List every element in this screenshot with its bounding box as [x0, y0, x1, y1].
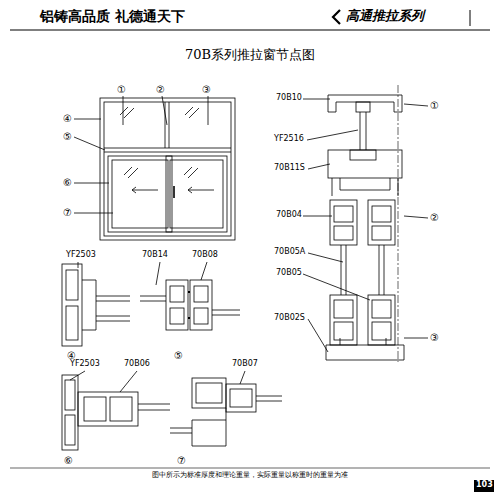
callout-number: ③ — [430, 332, 439, 343]
page-number: 103 — [476, 481, 493, 490]
part-code: 70B05 — [276, 269, 302, 278]
part-code: YF2503 — [66, 251, 96, 260]
part-code: 70B14 — [142, 251, 168, 260]
callout-number: ⑦ — [177, 455, 186, 466]
series-name: 高通推拉系列 — [346, 9, 424, 23]
callout-number: ⑦ — [63, 207, 72, 218]
callout-number: ⑤ — [174, 350, 183, 361]
part-code: 70B08 — [192, 251, 218, 260]
callout-number: ① — [430, 100, 439, 111]
callout-number: ⑤ — [63, 131, 72, 142]
part-code: 70B02S — [274, 314, 305, 323]
callout-number: ④ — [63, 113, 72, 124]
footnote: 图中所示为标准厚度和理论重量，实际重量以称重时的重量为准 — [0, 472, 500, 480]
part-code: 70B10 — [276, 94, 302, 103]
callout-number: ① — [117, 84, 126, 95]
part-code: 70B07 — [232, 360, 258, 369]
part-code: 70B06 — [124, 360, 150, 369]
part-code: YF2503 — [70, 360, 100, 369]
page-title: 70B系列推拉窗节点图 — [0, 48, 500, 62]
callout-number: ⑥ — [64, 455, 73, 466]
part-code: 70B05A — [274, 248, 305, 257]
callout-number: ② — [156, 84, 165, 95]
part-code: 70B11S — [274, 164, 305, 173]
callout-number: ② — [430, 212, 439, 223]
part-code: 70B04 — [276, 211, 302, 220]
callout-number: ③ — [202, 84, 211, 95]
part-code: YF2516 — [274, 135, 304, 144]
header-slogan: 铝铸高品质 礼德通天下 — [40, 9, 185, 24]
callout-number: ⑥ — [63, 177, 72, 188]
